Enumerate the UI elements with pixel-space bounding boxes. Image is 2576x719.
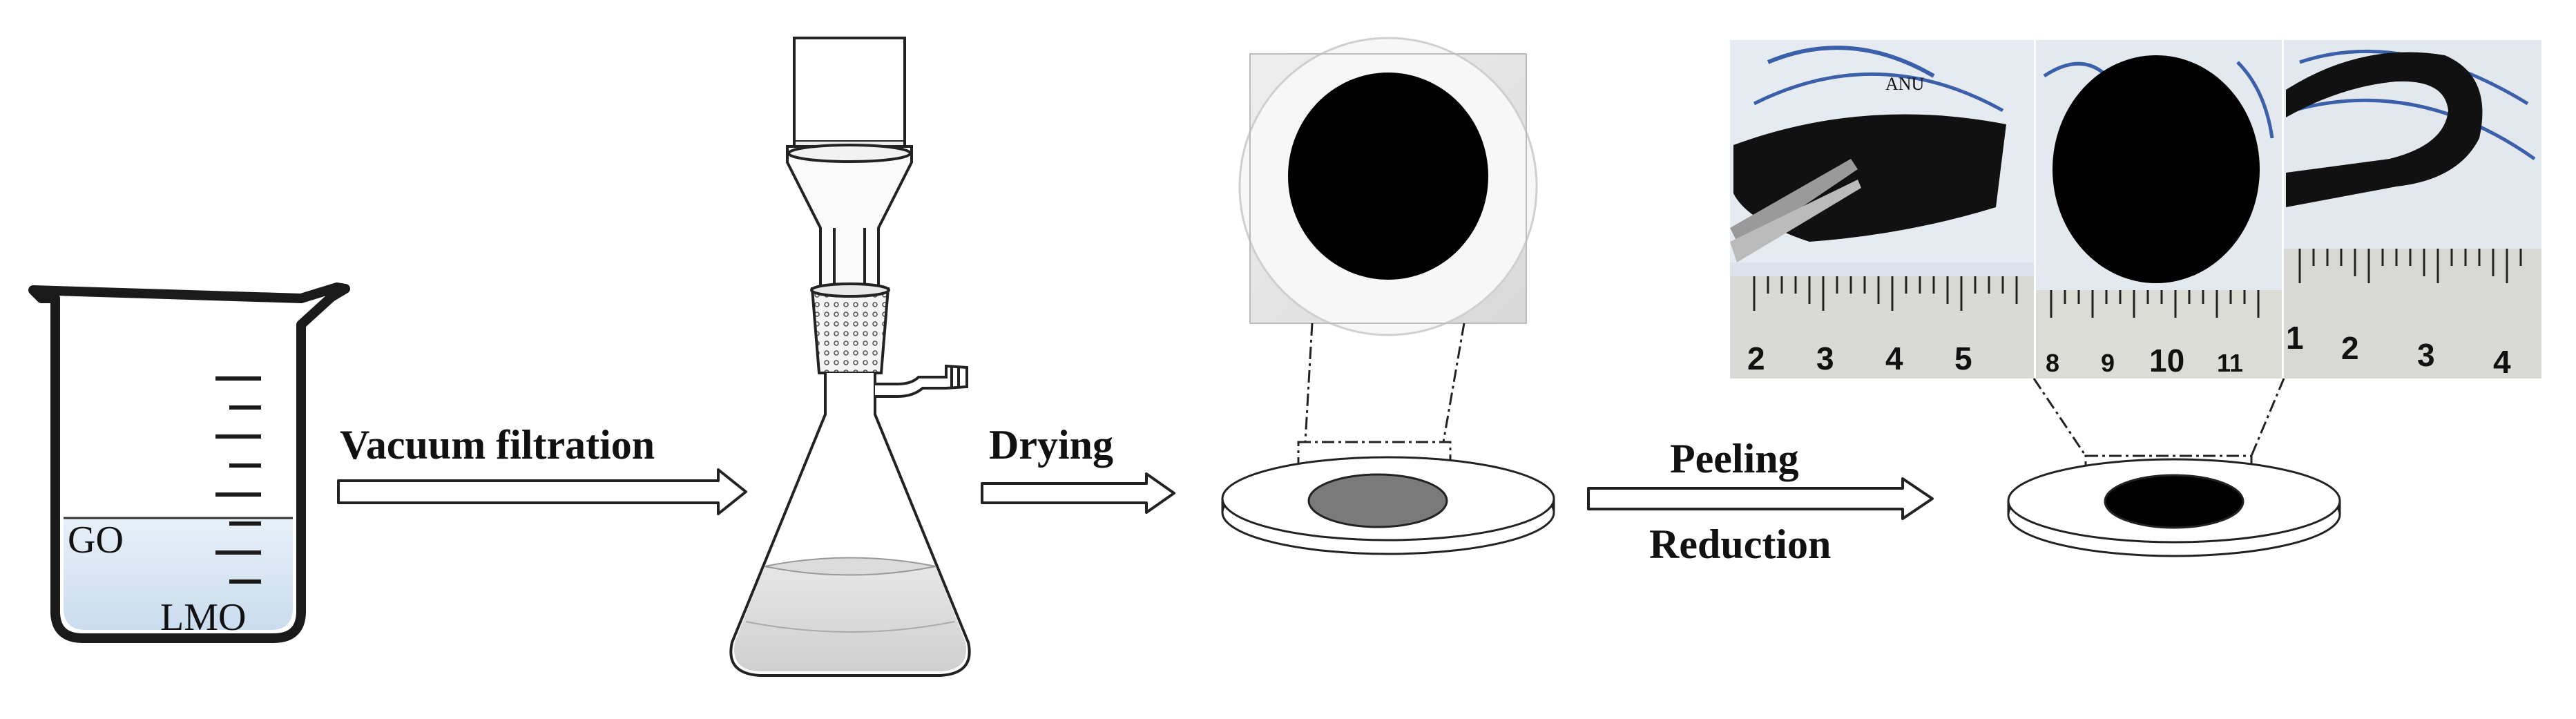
petri-dish-black-film: [2007, 458, 2341, 557]
ruler-right-num-4: 4: [2493, 344, 2511, 380]
film-gray: [1307, 473, 1448, 528]
ruler-middle-num-4: 11: [2217, 349, 2243, 377]
arrow-drying: Drying: [981, 422, 1175, 514]
rubber-stopper: [810, 287, 890, 374]
ruler-left-num-2: 3: [1816, 341, 1834, 376]
label-reduction: Reduction: [1649, 521, 1831, 567]
photo-round-film: 8 9 10 11: [2036, 40, 2282, 378]
ruler-left-num-3: 4: [1885, 341, 1903, 376]
label-go: GO: [68, 519, 124, 562]
beaker-liquid: [64, 518, 293, 630]
ruler-left: [1730, 276, 2034, 378]
ruler-left-num-1: 2: [1747, 341, 1765, 376]
flask-liquid: [734, 566, 966, 671]
ruler-right-num-3: 3: [2417, 337, 2435, 373]
ruler-middle-num-2: 9: [2101, 349, 2115, 377]
ruler-right: [2284, 249, 2541, 378]
ruler-middle-num-1: 8: [2046, 349, 2059, 377]
flexible-film: [2286, 52, 2483, 207]
filtration-flask: [729, 37, 971, 677]
petri-dish-gray-film: [1221, 456, 1555, 555]
photo-bent-film: ANU 2 3 4 5: [1730, 40, 2034, 378]
round-film: [2053, 55, 2260, 283]
label-peeling: Peeling: [1670, 436, 1799, 481]
ruler-right-num-1: 1: [2286, 320, 2304, 356]
photo-strip: ANU 2 3 4 5: [1730, 40, 2541, 380]
film-black: [2104, 474, 2245, 529]
filter-paper-film: [1288, 73, 1488, 280]
photo-flexible-film: 1 2 3 4: [2284, 40, 2541, 380]
photo-filter-paper: [1238, 37, 1538, 336]
arrow-peeling-reduction: Peeling Reduction: [1587, 436, 1934, 567]
ruler-middle-num-3: 10: [2149, 343, 2184, 378]
label-drying: Drying: [989, 422, 1113, 468]
funnel-cone: [786, 145, 913, 291]
arrow-vacuum-filtration: Vacuum filtration: [337, 422, 747, 515]
beaker: GO LMO: [28, 282, 350, 643]
label-vacuum-filtration: Vacuum filtration: [340, 422, 655, 468]
ruler-right-num-2: 2: [2341, 330, 2359, 366]
beaker-graduations: [215, 376, 261, 584]
ruler-left-num-4: 5: [1954, 341, 1972, 376]
funnel-reservoir: [793, 37, 906, 143]
ruler-middle: [2036, 290, 2282, 378]
side-arm: [875, 364, 968, 398]
beaker-outline: [28, 282, 350, 643]
stamp-text: ANU: [1885, 74, 1925, 94]
label-lmo: LMO: [160, 596, 246, 639]
